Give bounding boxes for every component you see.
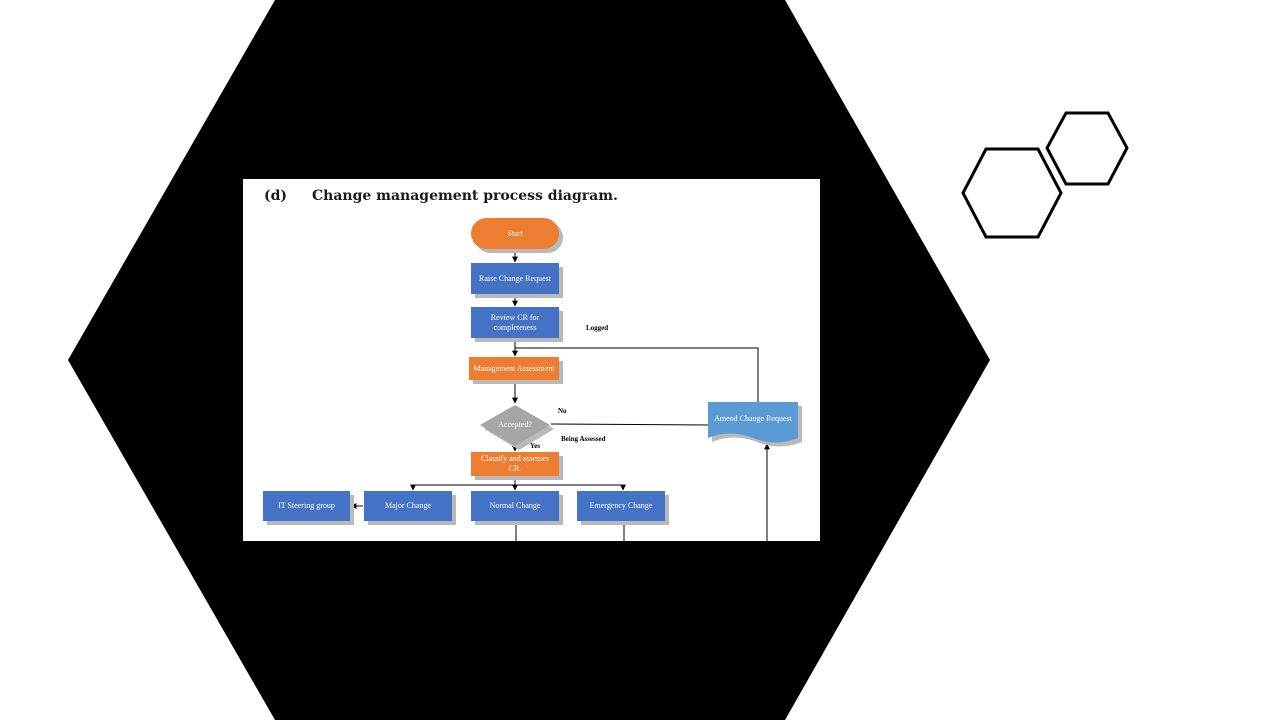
classify-box: Classify and assesses CR. bbox=[471, 452, 559, 476]
decor-hexagon-small-left bbox=[961, 147, 1063, 239]
figure-caption-title: Change management process diagram. bbox=[312, 188, 618, 204]
figure-caption-letter: (d) bbox=[264, 188, 288, 204]
it-steering-group-box: IT Steering group bbox=[263, 491, 350, 521]
accepted-decision-label-box: Accepted? bbox=[480, 415, 550, 435]
management-assessment-label: Management Assessment bbox=[473, 363, 555, 373]
amend-change-request-text-box: Amend Change Request bbox=[708, 405, 798, 433]
amend-change-request-label: Amend Change Request bbox=[714, 414, 792, 423]
arrow-amend-to-logged bbox=[515, 347, 759, 402]
emergency-change-label: Emergency Change bbox=[589, 501, 653, 510]
start-terminal: Start bbox=[471, 218, 559, 249]
start-label: Start bbox=[507, 228, 523, 238]
change-management-figure: (d) Change management process diagram. bbox=[243, 179, 820, 541]
accepted-label: Accepted? bbox=[498, 420, 532, 429]
classify-label: Classify and assesses CR. bbox=[481, 454, 549, 473]
review-cr-label: Review CR for completeness bbox=[490, 312, 540, 332]
arrow-no-to-amend bbox=[550, 423, 709, 426]
major-change-label: Major Change bbox=[385, 501, 431, 510]
management-assessment-box: Management Assessment bbox=[469, 357, 559, 380]
emergency-change-box: Emergency Change bbox=[577, 491, 665, 521]
raise-change-request-box: Raise Change Request bbox=[471, 263, 559, 294]
edge-label-yes: Yes bbox=[530, 442, 541, 450]
normal-change-label: Normal Change bbox=[489, 501, 541, 510]
raise-change-request-label: Raise Change Request bbox=[479, 273, 551, 283]
edge-label-being-assessed: Being Assessed bbox=[561, 435, 606, 443]
edge-label-logged: Logged bbox=[586, 324, 609, 332]
amend-document-shape bbox=[708, 402, 798, 443]
decision-diamond bbox=[480, 405, 550, 446]
major-change-box: Major Change bbox=[364, 491, 452, 521]
normal-change-box: Normal Change bbox=[471, 491, 559, 521]
flow-connectors bbox=[350, 249, 802, 541]
review-cr-box: Review CR for completeness bbox=[471, 307, 559, 338]
edge-label-no: No bbox=[558, 407, 567, 415]
it-steering-group-label: IT Steering group bbox=[278, 501, 335, 510]
decor-hexagon-small-right bbox=[1045, 111, 1129, 186]
